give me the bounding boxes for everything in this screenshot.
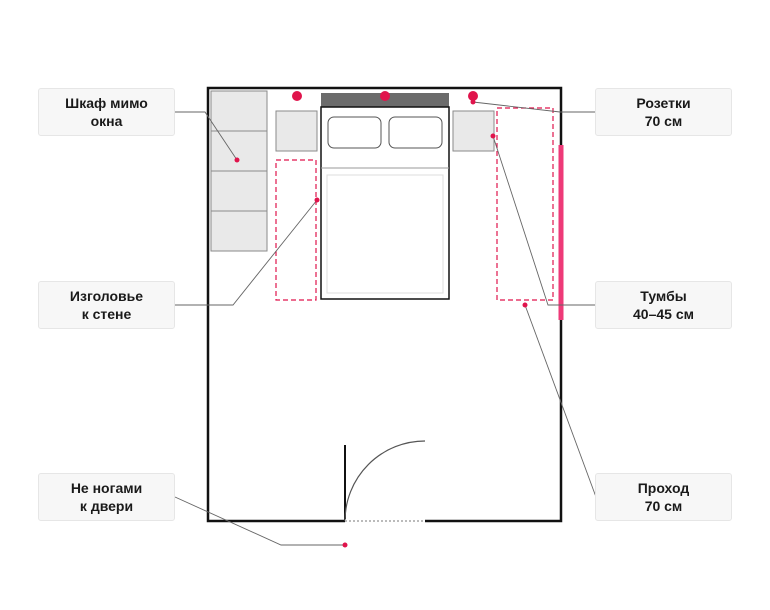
leader-headboard: [175, 199, 318, 306]
callout-text: 70 см: [644, 498, 683, 514]
callout-sockets: Розетки 70 см: [595, 88, 732, 136]
callout-passage: Проход 70 см: [595, 473, 732, 521]
leader-wardrobe: [175, 111, 238, 161]
callout-text: Тумбы: [640, 288, 687, 304]
pillow-left: [327, 116, 382, 149]
socket-marker-left: [292, 91, 302, 101]
callout-text: Изголовье: [69, 288, 144, 304]
nightstand-right: [452, 110, 495, 152]
callout-headboard: Изголовье к стене: [38, 281, 175, 329]
callout-feet: Не ногами к двери: [38, 473, 175, 521]
leader-feet: [174, 496, 345, 546]
leader-passage: [524, 304, 597, 498]
callout-text: Не ногами: [70, 480, 143, 496]
leader-nightstands: [492, 135, 596, 306]
callout-text: Шкаф мимо: [65, 95, 148, 111]
leader-dot-sockets: [470, 99, 476, 105]
callout-nightstands: Тумбы 40–45 см: [595, 281, 732, 329]
leader-sockets: [472, 101, 596, 113]
passage-zone: [496, 107, 554, 301]
leader-dot-headboard: [314, 197, 320, 203]
callout-text: 40–45 см: [633, 306, 694, 322]
door: [344, 440, 426, 523]
nightstand-left: [275, 110, 318, 152]
wardrobe: [210, 90, 268, 252]
leader-dot-nightstands: [490, 133, 496, 139]
pillow-right: [388, 116, 443, 149]
leader-dot-passage: [522, 302, 528, 308]
headboard-zone: [275, 159, 317, 301]
callout-text: Проход: [637, 480, 690, 496]
leader-dot-feet: [342, 542, 348, 548]
bed: [320, 93, 450, 300]
socket-marker-right: [468, 91, 478, 101]
leader-dot-wardrobe: [234, 157, 240, 163]
callout-text: к стене: [81, 306, 132, 322]
blanket: [326, 174, 444, 294]
callout-wardrobe: Шкаф мимо окна: [38, 88, 175, 136]
callout-text: Розетки: [636, 95, 691, 111]
socket-marker-center: [380, 91, 390, 101]
callout-text: 70 см: [644, 113, 683, 129]
callout-text: к двери: [79, 498, 134, 514]
callout-text: окна: [90, 113, 123, 129]
